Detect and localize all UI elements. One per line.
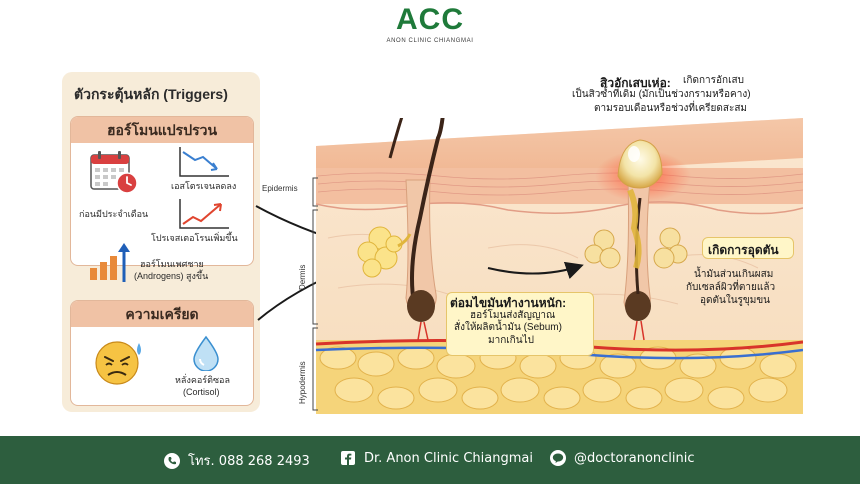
- hormone-box: ฮอร์โมนแปรปรวน ก่อนมีประจำเดือน เอสโตรเจ…: [70, 116, 254, 266]
- clog-line1: น้ำมันส่วนเกินผสม: [694, 269, 774, 280]
- clinic-logo: ACC ANON CLINIC CHIANGMAI: [0, 3, 860, 45]
- inflamed-line3: ตามรอบเดือนหรือช่วงที่เครียดสะสม: [594, 103, 748, 114]
- clog-line3: อุดตันในรูขุมขน: [700, 295, 771, 306]
- sebum-line3: มากเกินไป: [488, 335, 534, 346]
- footer-line[interactable]: @doctoranonclinic: [550, 450, 695, 466]
- phone-icon: [164, 452, 180, 469]
- androgen-label-2: (Androgens) สูงขึ้น: [134, 271, 209, 281]
- sebum-line1: ฮอร์โมนส่งสัญญาณ: [470, 310, 556, 321]
- epidermis-label: Epidermis: [262, 184, 298, 193]
- sebum-line2: สั่งให้ผลิตน้ำมัน (Sebum): [454, 322, 562, 333]
- logo-subtitle: ANON CLINIC CHIANGMAI: [386, 38, 474, 44]
- logo-text: ACC: [396, 3, 464, 36]
- facebook-text: Dr. Anon Clinic Chiangmai: [364, 450, 533, 466]
- clog-title: เกิดการอุดตัน: [708, 243, 779, 257]
- inflamed-line2: เป็นสิวซ้ำที่เดิม (มักเป็นช่วงกรามหรือคา…: [572, 89, 751, 100]
- hypodermis-label: Hypodermis: [298, 361, 307, 404]
- cortisol-label-2: (Cortisol): [183, 387, 220, 397]
- hormone-title: ฮอร์โมนแปรปรวน: [71, 117, 253, 143]
- triggers-panel: ตัวกระตุ้นหลัก (Triggers) ฮอร์โมนแปรปรวน…: [62, 72, 260, 412]
- sebum-callout: [446, 292, 594, 356]
- dermis-label: Dermis: [298, 264, 307, 290]
- progesterone-label: โปรเจสเตอโรนเพิ่มขึ้น: [151, 233, 238, 243]
- estrogen-label: เอสโตรเจนลดลง: [171, 181, 237, 191]
- trend-up-icon: [179, 199, 229, 229]
- androgen-label: ฮอร์โมนเพศชาย: [140, 259, 204, 269]
- inflamed-title: สิวอักเสบเห่อ:: [600, 76, 671, 90]
- clog-line2: กับเซลล์ผิวที่ตายแล้ว: [686, 282, 776, 293]
- stressed-face-icon: [95, 341, 141, 385]
- premenstrual-label: ก่อนมีประจำเดือน: [79, 209, 149, 219]
- clog-title-box: [702, 237, 794, 259]
- footer-bar: โทร. 088 268 2493 Dr. Anon Clinic Chiang…: [0, 436, 860, 484]
- skin-cross-section: [315, 118, 803, 414]
- sebum-title: ต่อมไขมันทำงานหนัก:: [450, 296, 567, 310]
- calendar-clock-icon: [90, 151, 138, 194]
- stress-title: ความเครียด: [71, 301, 253, 327]
- footer-facebook[interactable]: Dr. Anon Clinic Chiangmai: [340, 450, 533, 466]
- bar-growth-icon: [90, 243, 130, 282]
- cortisol-label: หลั่งคอร์ติซอล: [175, 375, 230, 385]
- facebook-icon: [341, 451, 355, 465]
- triggers-title: ตัวกระตุ้นหลัก (Triggers): [74, 86, 228, 102]
- stress-box: ความเครียด หลั่งคอร์ติซอล (Cortisol): [70, 300, 254, 406]
- line-text: @doctoranonclinic: [574, 450, 695, 466]
- trend-down-icon: [179, 147, 229, 177]
- layer-bracket: [312, 177, 318, 411]
- droplet-icon: [193, 335, 219, 371]
- inflamed-line1: เกิดการอักเสบ: [683, 75, 744, 86]
- footer-phone[interactable]: โทร. 088 268 2493: [164, 450, 310, 471]
- phone-text: โทร. 088 268 2493: [188, 454, 310, 469]
- line-icon: [550, 450, 566, 466]
